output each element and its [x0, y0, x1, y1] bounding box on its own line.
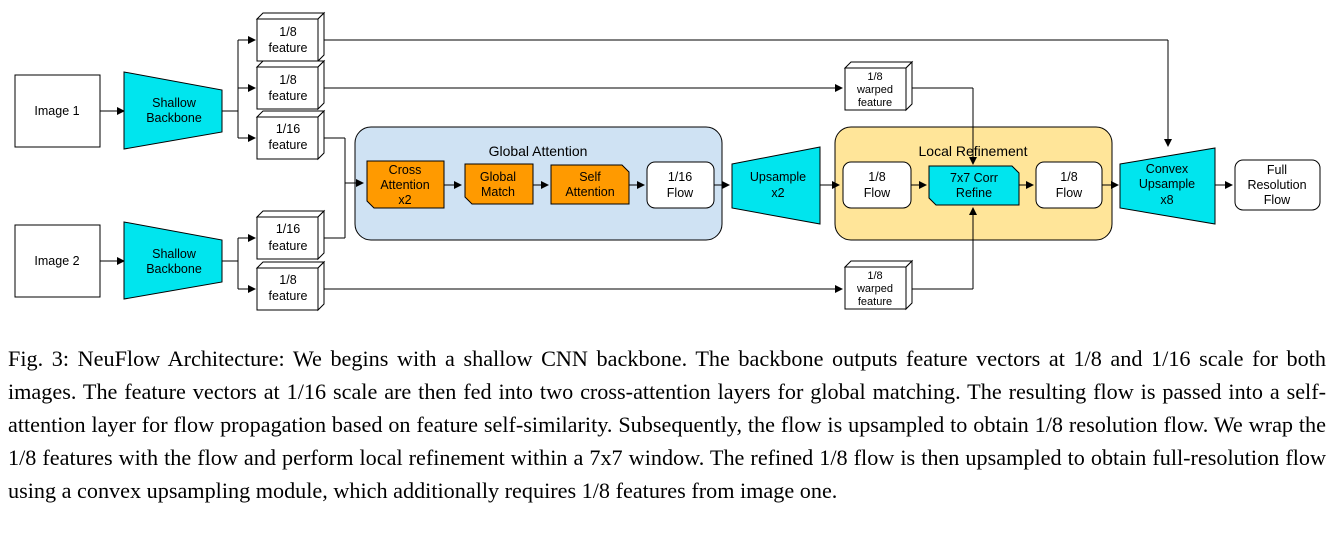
feature-bot-b: 1/8 feature [255, 260, 326, 312]
svg-text:1/8: 1/8 [279, 273, 296, 287]
corr-refine-label-1: 7x7 Corr [950, 171, 998, 185]
backbone-1-trapezoid [123, 71, 223, 150]
svg-text:1/8: 1/8 [279, 73, 296, 87]
svg-text:1/8: 1/8 [867, 71, 882, 83]
convex-upsample-label-3: x8 [1160, 193, 1173, 207]
warped-feature-top: 1/8 warped feature [843, 60, 914, 112]
image-1-label: Image 1 [34, 104, 79, 118]
corr-refine-label-2: Refine [956, 186, 992, 200]
backbone-1-label-2: Backbone [146, 111, 202, 125]
cross-attention-label-2: Attention [380, 178, 429, 192]
cross-attention-label-1: Cross [389, 163, 422, 177]
full-flow-label-1: Full [1267, 163, 1287, 177]
backbone-2-label: Shallow [152, 247, 197, 261]
svg-text:warped: warped [856, 283, 893, 295]
convex-upsample-label-1: Convex [1146, 162, 1189, 176]
flow-1-8-out-label-2: Flow [1056, 186, 1083, 200]
feature-bot-a: 1/16 feature [255, 209, 326, 261]
svg-text:1/16: 1/16 [276, 122, 300, 136]
convex-upsample-label-2: Upsample [1139, 177, 1195, 191]
full-flow-label-2: Resolution [1247, 178, 1306, 192]
global-attention-title: Global Attention [489, 143, 588, 159]
svg-text:feature: feature [269, 239, 308, 253]
feature-top-c: 1/16 feature [255, 109, 326, 161]
image-2-label: Image 2 [34, 254, 79, 268]
flow-1-8-in-label-2: Flow [864, 186, 891, 200]
cross-attention-block [366, 160, 445, 209]
backbone-2-trapezoid [123, 221, 223, 300]
image-2-box [14, 224, 101, 298]
upsample-x2-label-1: Upsample [750, 170, 806, 184]
backbone-2-label-2: Backbone [146, 262, 202, 276]
image-1-box [14, 74, 101, 148]
flow-1-8-out-box [1035, 161, 1103, 209]
global-match-label-2: Match [481, 185, 515, 199]
warped-feature-bot: 1/8 warped feature [843, 259, 914, 311]
flow-1-16-label-1: 1/16 [668, 170, 692, 184]
connectors [100, 36, 1233, 293]
flow-1-16-label-2: Flow [667, 186, 694, 200]
global-match-block [464, 163, 534, 205]
cross-attention-label-3: x2 [398, 193, 411, 207]
flow-1-16-box [646, 161, 715, 209]
feature-top-a: 1/8 feature [255, 11, 326, 63]
svg-text:feature: feature [269, 138, 308, 152]
convex-upsample-trapezoid [1119, 147, 1216, 225]
svg-text:feature: feature [269, 41, 308, 55]
backbone-1-label: Shallow [152, 96, 197, 110]
flow-1-8-out-label-1: 1/8 [1060, 170, 1077, 184]
flow-1-8-in-label-1: 1/8 [868, 170, 885, 184]
full-flow-label-3: Flow [1264, 193, 1291, 207]
flow-1-8-in-box [842, 161, 912, 209]
svg-text:warped: warped [856, 84, 893, 96]
svg-text:1/16: 1/16 [276, 222, 300, 236]
corr-refine-block [928, 165, 1020, 206]
svg-text:feature: feature [269, 89, 308, 103]
self-attention-label-2: Attention [565, 185, 614, 199]
figure-caption: Fig. 3: NeuFlow Architecture: We begins … [8, 346, 1326, 503]
upsample-x2-trapezoid [731, 146, 821, 225]
self-attention-label-1: Self [579, 170, 601, 184]
svg-text:1/8: 1/8 [279, 25, 296, 39]
svg-text:feature: feature [269, 289, 308, 303]
svg-text:feature: feature [858, 296, 892, 308]
global-match-label-1: Global [480, 170, 516, 184]
feature-top-b: 1/8 feature [255, 59, 326, 111]
full-resolution-flow-box [1234, 159, 1321, 211]
svg-text:1/8: 1/8 [867, 270, 882, 282]
neuflow-architecture-diagram: Global Attention Local Refinement [14, 11, 1321, 312]
upsample-x2-label-2: x2 [771, 186, 784, 200]
svg-text:feature: feature [858, 97, 892, 109]
self-attention-block [550, 164, 630, 205]
